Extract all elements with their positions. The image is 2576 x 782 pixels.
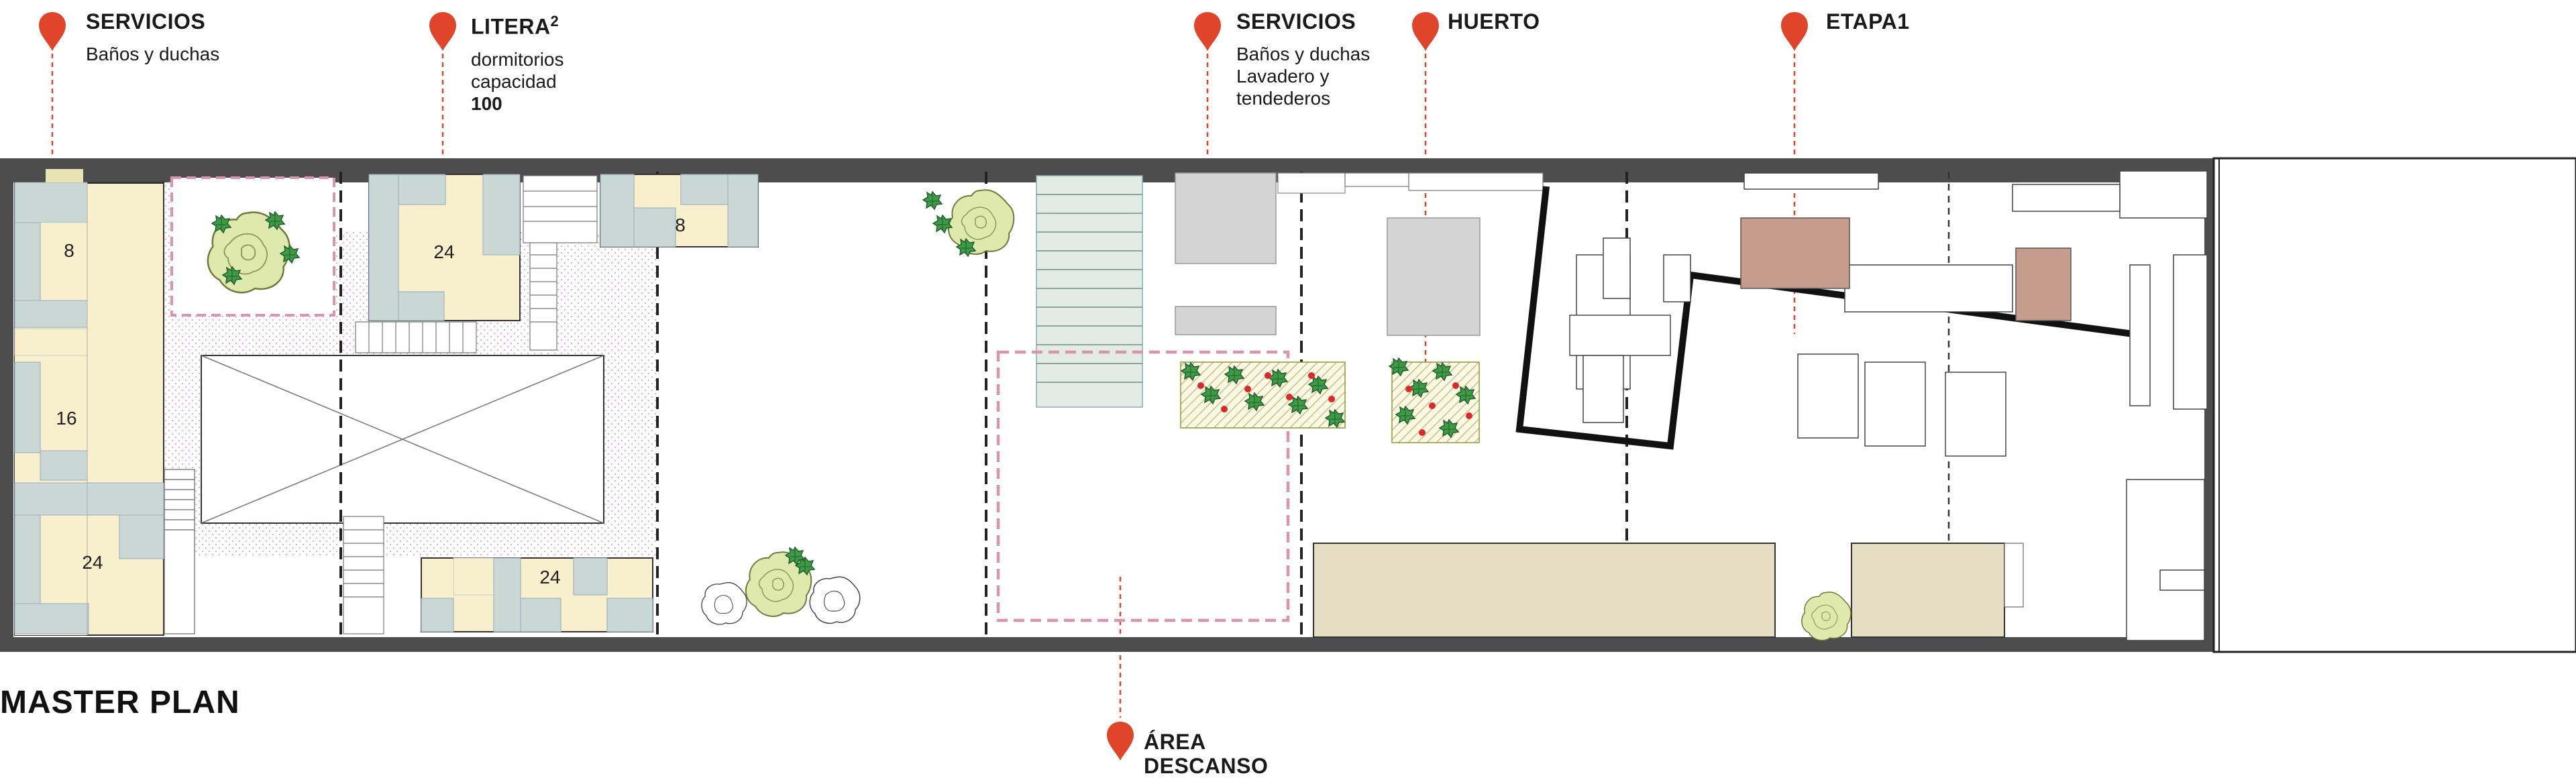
label-capacity: 100 <box>471 93 502 114</box>
bed-count: 8 <box>675 215 686 235</box>
location-pin-icon <box>1107 722 1134 761</box>
label-servicios-2: SERVICIOS Baños y duchas Lavadero y tend… <box>1236 9 1370 109</box>
label-title: ÁREA <box>1144 730 1206 754</box>
label-litera: LITERA2 dormitorios capacidad 100 <box>471 9 564 115</box>
label-title: ETAPA1 <box>1826 9 1910 34</box>
location-pin-icon <box>1412 12 1439 51</box>
label-title: SERVICIOS <box>86 9 206 34</box>
label-desc: dormitorios <box>471 48 564 70</box>
bed-count: 24 <box>539 567 560 588</box>
page-title: MASTER PLAN <box>0 685 240 720</box>
label-desc: capacidad <box>471 70 557 92</box>
bunk-area-left <box>14 169 759 636</box>
label-area-descanso: ÁREA DESCANSO <box>1144 730 1268 778</box>
label-title: HUERTO <box>1448 9 1540 34</box>
label-desc: Baños y duchas <box>86 44 220 64</box>
location-pin-icon <box>1194 12 1221 51</box>
label-subtitle: DESCANSO <box>1144 754 1269 778</box>
vegetable-bed-icon <box>1389 357 1480 443</box>
bed-count: 24 <box>82 552 103 573</box>
label-title-text: LITERA <box>471 14 551 39</box>
label-title: SERVICIOS <box>1236 9 1356 34</box>
label-desc: Baños y duchas <box>1236 44 1371 64</box>
label-huerto: HUERTO <box>1448 9 1540 34</box>
label-sup: 2 <box>550 13 559 30</box>
location-pin-icon <box>39 12 66 51</box>
label-servicios-1: SERVICIOS Baños y duchas <box>86 9 219 65</box>
label-desc: Lavadero y <box>1236 66 1330 87</box>
bed-count: 8 <box>64 240 74 261</box>
label-title: LITERA2 <box>471 9 564 39</box>
central-area <box>701 172 1346 636</box>
location-pin-icon <box>1781 12 1808 51</box>
label-etapa1: ETAPA1 <box>1826 9 1910 34</box>
right-area <box>1313 170 2208 641</box>
bed-count: 16 <box>56 408 76 429</box>
bed-count: 24 <box>433 241 454 262</box>
label-desc: tendederos <box>1236 88 1331 109</box>
vegetable-bed-icon <box>1180 361 1346 429</box>
location-pin-icon <box>429 12 456 51</box>
